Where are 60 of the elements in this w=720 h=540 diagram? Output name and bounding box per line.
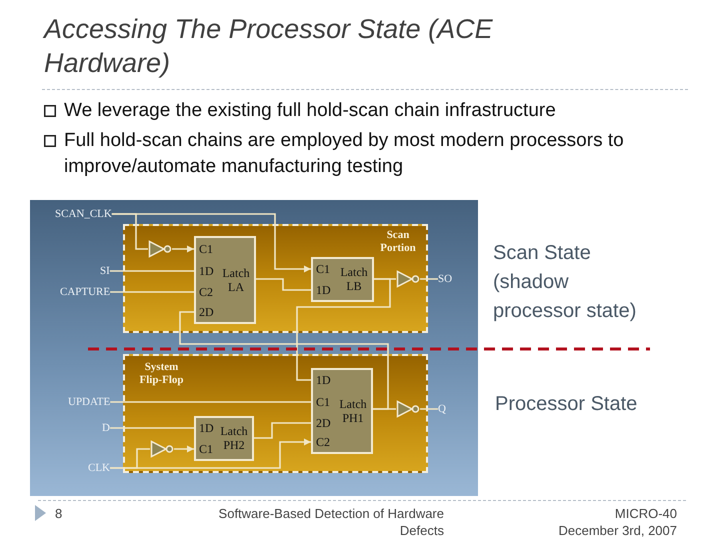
pin-label: SCAN_CLK xyxy=(55,208,112,220)
wire xyxy=(172,246,194,252)
pin-label: CAPTURE xyxy=(60,286,110,298)
latch-name: Latch LB xyxy=(339,265,369,293)
wire xyxy=(179,311,389,410)
wire xyxy=(373,408,396,410)
inverter-symbol xyxy=(148,240,172,258)
slide-number: 8 xyxy=(55,505,62,522)
dashed-region xyxy=(123,224,428,333)
bullet-text: We leverage the existing full hold-scan chain infrastructure xyxy=(64,99,557,123)
pin-label: C2 xyxy=(199,285,214,299)
pin-label: C1 xyxy=(199,242,214,256)
wire xyxy=(110,291,194,293)
wire xyxy=(254,422,311,439)
bullet-text: Full hold-scan chains are employed by most modern processors to improve/automate manufacturing testing xyxy=(64,129,625,179)
footer-text: MICRO-40 xyxy=(614,505,677,522)
latch-name: Latch LA xyxy=(221,266,251,294)
dashed-region xyxy=(123,354,428,473)
latch-name: Latch PH2 xyxy=(219,424,249,452)
pin-label: 1D xyxy=(199,264,214,278)
pin-label: CLK xyxy=(88,462,110,474)
pin-label: SI xyxy=(100,264,110,278)
pin-label: C1 xyxy=(316,262,330,276)
region-heading: Scan Portion xyxy=(379,229,417,255)
pin-label: C1 xyxy=(316,395,330,409)
footer-text: December 3rd, 2007 xyxy=(558,522,677,539)
annotation-text: Processor State xyxy=(495,392,638,417)
wire xyxy=(420,408,438,410)
wire xyxy=(296,278,391,381)
wire xyxy=(112,213,311,272)
pin-label: 1D xyxy=(316,283,331,297)
region-heading: System Flip-Flop xyxy=(138,361,184,387)
wire xyxy=(256,278,311,291)
pin-label: Q xyxy=(438,402,446,416)
annotation-text: Scan State (shadow processor state) xyxy=(493,241,638,324)
pin-label: 1D xyxy=(199,421,214,435)
pin-label: 2D xyxy=(316,416,331,430)
slide-title: Accessing The Processor State (ACE Hardware) xyxy=(44,13,494,80)
wire xyxy=(420,278,438,280)
inverter-symbol xyxy=(396,400,420,418)
pin-label: C2 xyxy=(316,435,330,449)
wire xyxy=(110,401,311,403)
pin-label: D xyxy=(102,422,110,434)
latch-box xyxy=(311,257,374,302)
latch-box xyxy=(311,368,373,454)
pin-label: 1D xyxy=(316,373,331,387)
latch-box xyxy=(194,416,254,461)
pin-label: 2D xyxy=(199,305,214,319)
footer-text: Software-Based Detection of Hardware Defects xyxy=(218,505,444,539)
wire xyxy=(174,446,194,452)
inverter-symbol xyxy=(150,440,174,458)
wire xyxy=(110,427,194,429)
latch-name: Latch PH1 xyxy=(338,397,368,425)
pin-label: SO xyxy=(438,272,452,286)
pin-label: C1 xyxy=(199,442,214,456)
wire xyxy=(110,270,194,272)
pin-label: UPDATE xyxy=(68,396,110,408)
latch-box xyxy=(194,236,256,324)
inverter-symbol xyxy=(396,270,420,288)
wire xyxy=(110,438,311,469)
